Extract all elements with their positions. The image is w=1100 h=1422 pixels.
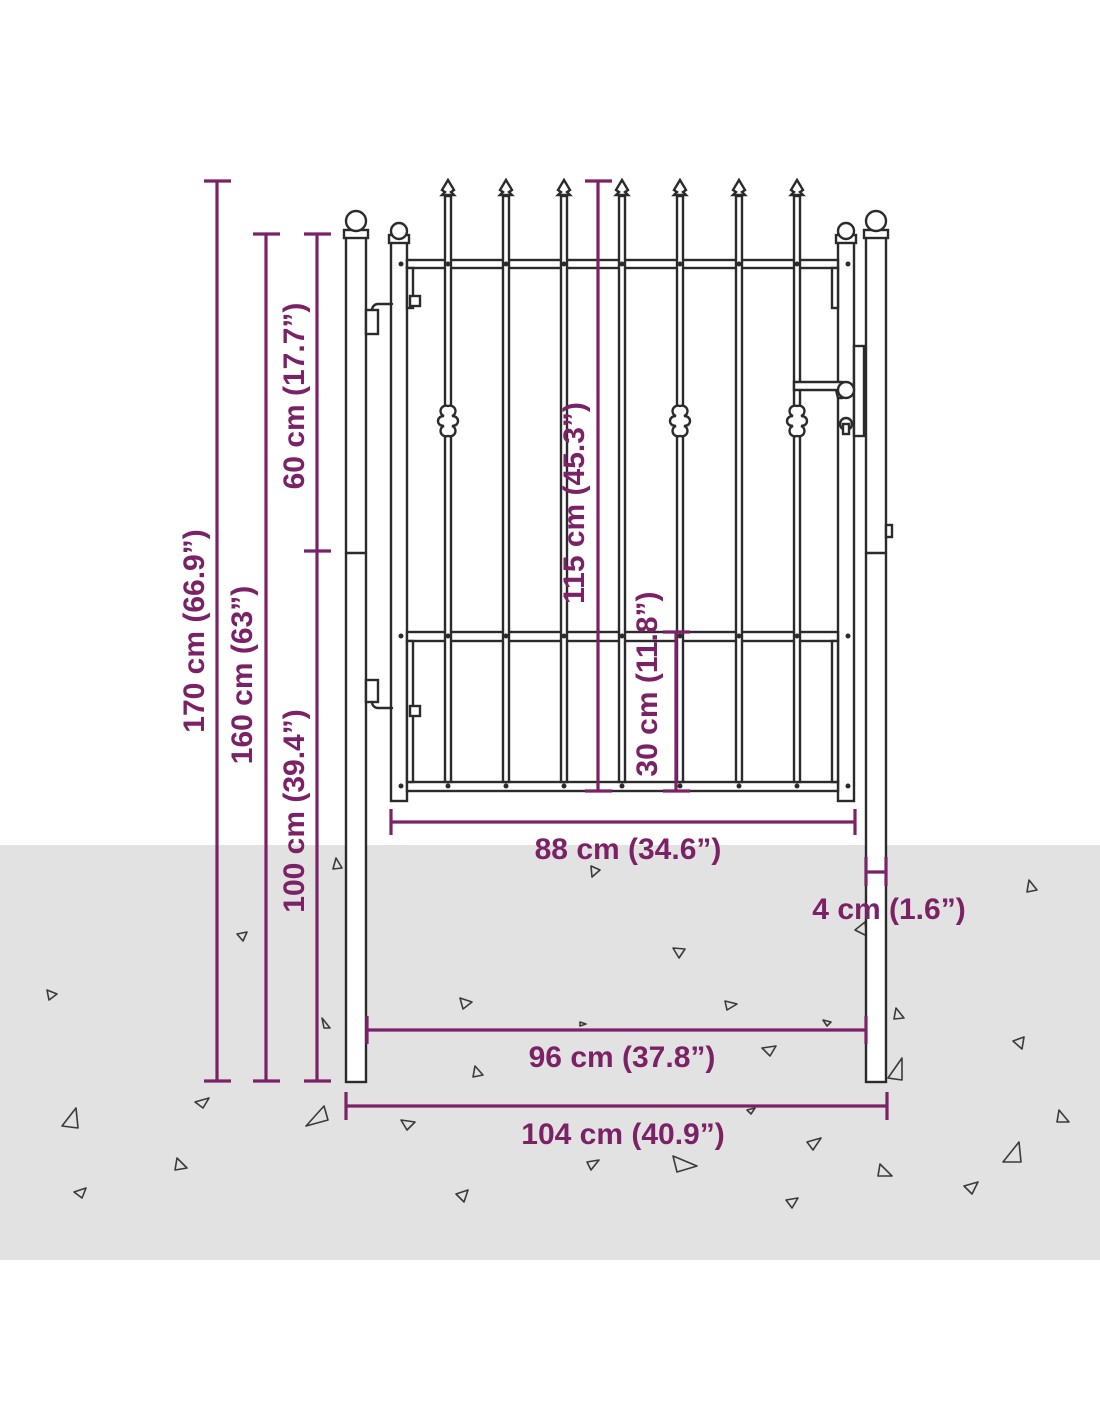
label-total-height: 170 cm (66.9”) xyxy=(178,529,211,732)
spear-finial-icon xyxy=(730,177,748,197)
label-gate-width: 88 cm (34.6”) xyxy=(535,833,722,866)
rivet xyxy=(503,783,509,789)
rivet xyxy=(503,633,509,639)
ball-cap-icon xyxy=(344,209,368,233)
rivet xyxy=(619,633,625,639)
gate-drawing xyxy=(342,177,894,1084)
gate-bar xyxy=(443,194,453,784)
gate-right-stile xyxy=(836,239,856,803)
rivet xyxy=(736,783,742,789)
spear-finial-icon xyxy=(555,177,573,197)
rivet xyxy=(619,261,625,267)
rivet xyxy=(677,633,683,639)
rivet xyxy=(561,633,567,639)
dimension-labels: 170 cm (66.9”) 160 cm (63”) 60 cm (17.7”… xyxy=(178,303,966,1151)
rivet xyxy=(845,633,851,639)
ground-area xyxy=(0,845,1100,1260)
rivet xyxy=(561,261,567,267)
label-post-height: 160 cm (63”) xyxy=(226,586,259,764)
dimension-lines xyxy=(204,179,889,1120)
pebbles xyxy=(46,857,1070,1209)
rivet xyxy=(619,783,625,789)
rivet xyxy=(445,261,451,267)
spear-finial-icon xyxy=(671,177,689,197)
label-lower-section: 100 cm (39.4”) xyxy=(278,709,311,912)
scroll-ornament xyxy=(436,404,460,438)
gate-handle-icon xyxy=(792,344,866,438)
rivet xyxy=(677,783,683,789)
label-bottom-panel: 30 cm (11.8”) xyxy=(631,591,664,776)
gate-bar xyxy=(617,194,627,784)
lock-icon xyxy=(838,416,854,436)
rivet xyxy=(736,261,742,267)
gate-bar xyxy=(792,194,802,784)
spear-finial-icon xyxy=(439,177,457,197)
label-upper-section: 60 cm (17.7”) xyxy=(278,303,311,490)
rivet xyxy=(445,783,451,789)
scroll-ornament xyxy=(668,404,692,438)
label-total-width: 104 cm (40.9”) xyxy=(521,1118,724,1151)
rivet xyxy=(445,633,451,639)
rivet xyxy=(845,261,851,267)
label-post-width: 4 cm (1.6”) xyxy=(812,893,965,926)
rivet xyxy=(561,783,567,789)
rivet xyxy=(794,633,800,639)
spear-finial-icon xyxy=(788,177,806,197)
left-post xyxy=(342,209,370,1084)
rivet xyxy=(503,261,509,267)
gate-bar xyxy=(734,194,744,784)
gate-left-stile xyxy=(389,239,409,803)
rivet xyxy=(677,261,683,267)
spear-finial-icon xyxy=(613,177,631,197)
rivet xyxy=(845,783,851,789)
rivet xyxy=(398,261,404,267)
rivet xyxy=(398,783,404,789)
rivet xyxy=(794,261,800,267)
rivet xyxy=(794,783,800,789)
rivet xyxy=(736,633,742,639)
spear-finial-icon xyxy=(497,177,515,197)
gate-bars xyxy=(398,177,851,789)
gate-bar xyxy=(501,194,511,784)
scroll-ornament xyxy=(785,404,809,438)
label-inner-width: 96 cm (37.8”) xyxy=(529,1041,716,1074)
gate-bar xyxy=(675,194,685,784)
label-gate-height: 115 cm (45.3”) xyxy=(558,402,591,604)
rivet xyxy=(398,633,404,639)
hinge-icon xyxy=(364,294,422,718)
